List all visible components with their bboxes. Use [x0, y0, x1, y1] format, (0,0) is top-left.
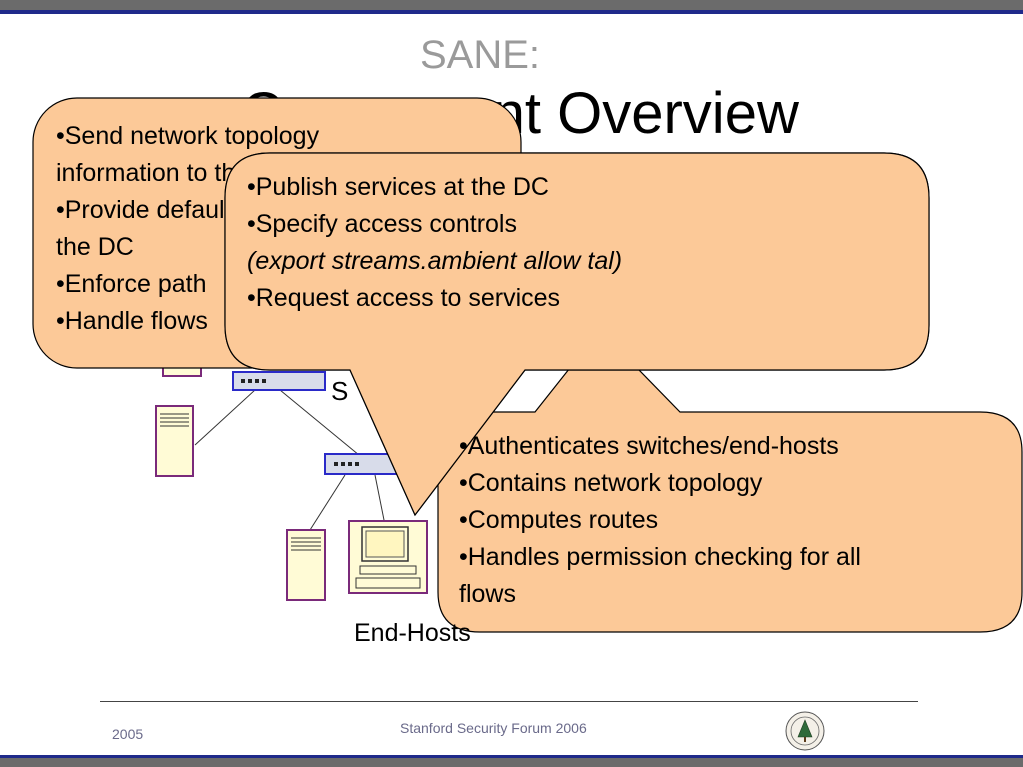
link-line	[374, 474, 386, 526]
link-line	[279, 389, 366, 461]
switch-icon	[232, 371, 326, 391]
computer-icon	[348, 520, 428, 594]
end-hosts-callout-text: •Publish services at the DC •Specify acc…	[247, 169, 622, 317]
link-line	[309, 474, 346, 531]
footer-title: Stanford Security Forum 2006	[400, 720, 587, 736]
callout-line-italic: (export streams.ambient allow tal)	[247, 247, 623, 275]
callout-line: •Send network topology	[56, 122, 320, 150]
stanford-seal-icon	[785, 711, 825, 751]
callout-line: •Handle flows	[56, 307, 208, 335]
footer-divider	[100, 701, 918, 702]
end-hosts-label: End-Hosts	[354, 619, 471, 647]
callout-line: the DC	[56, 233, 134, 261]
bottom-bar	[0, 755, 1023, 767]
callout-line: flows	[459, 580, 516, 608]
footer-year: 2005	[112, 726, 144, 742]
callout-line: •Specify access controls	[247, 210, 517, 238]
dc-callout-text: •Authenticates switches/end-hosts •Conta…	[459, 428, 861, 613]
switches-label-fragment: S	[331, 376, 349, 406]
callout-line: •Enforce path	[56, 270, 207, 298]
callout-line: •Computes routes	[459, 506, 659, 534]
callout-line: •Handles permission checking for all	[459, 543, 861, 571]
callout-line: •Authenticates switches/end-hosts	[459, 432, 839, 460]
callout-line: •Publish services at the DC	[247, 173, 549, 201]
link-line	[194, 389, 256, 446]
slide-subtitle: SANE:	[419, 33, 541, 77]
server-icon	[286, 529, 326, 601]
server-icon	[155, 405, 194, 477]
callout-line: •Contains network topology	[459, 469, 763, 497]
callout-line: •Request access to services	[247, 284, 561, 312]
top-bar	[0, 0, 1023, 14]
